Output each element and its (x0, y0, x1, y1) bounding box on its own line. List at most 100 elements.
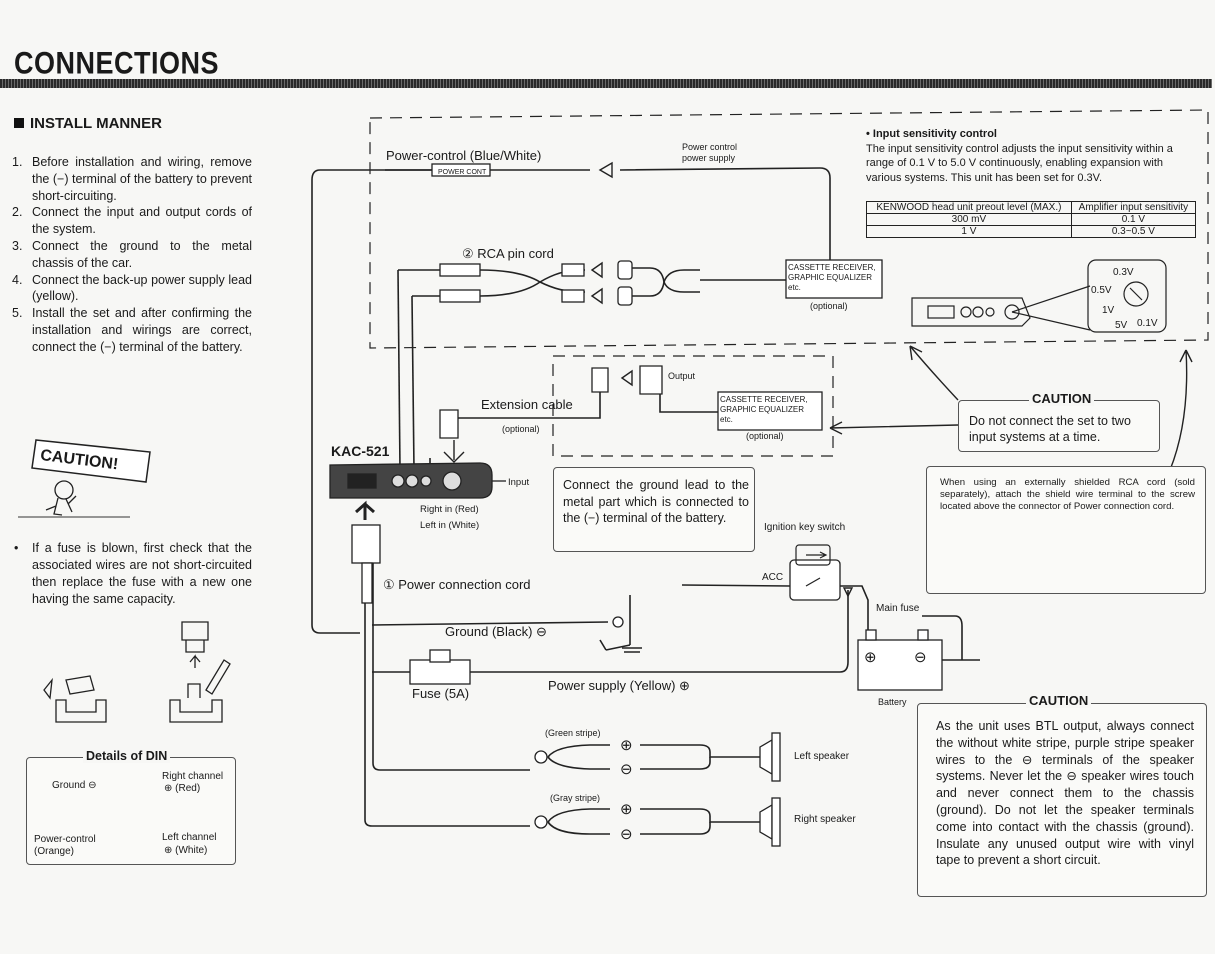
install-step: 3. Connect the ground to the metal chassi… (12, 238, 252, 272)
optional-label-b: (optional) (746, 431, 784, 441)
din-power-control-label: Power-control (34, 834, 96, 845)
fuse-replacement-illustration (43, 621, 231, 723)
right-plus: ⊕ (620, 801, 633, 818)
install-step: 2. Connect the input and output cords of … (12, 204, 252, 238)
install-step: 4. Connect the back-up power supply lead … (12, 272, 252, 306)
table-header-row: KENWOOD head unit preout level (MAX.) Am… (866, 201, 1197, 214)
battery-plus: ⊕ (864, 649, 877, 666)
gray-stripe-label: (Gray stripe) (550, 793, 600, 803)
page-title: CONNECTIONS (14, 46, 220, 81)
caution-box-input: CAUTION Do not connect the set to two in… (958, 391, 1160, 452)
fuse-note-text: If a fuse is blown, first check that the… (32, 541, 252, 606)
table-cell: 1 V (866, 225, 1072, 238)
knob-label-05: 0.5V (1091, 285, 1112, 296)
table-cell: 300 mV (866, 213, 1072, 226)
arrows (443, 161, 1193, 598)
wires (311, 167, 980, 835)
output-label: Output (668, 371, 696, 381)
square-bullet-icon (14, 118, 24, 128)
power-cont-tag: POWER CONT (438, 169, 487, 176)
table-row: 300 mV 0.1 V (866, 213, 1197, 226)
title-rule (0, 79, 1212, 88)
install-steps: 1. Before installation and wiring, remove… (12, 154, 252, 356)
din-right-channel-label: Right channel (162, 771, 224, 782)
caution-heading: CAUTION (1026, 693, 1092, 708)
amplifier-unit (329, 462, 506, 520)
bullet-icon: • (14, 541, 19, 555)
caution-body: Do not connect the set to two input syst… (969, 414, 1131, 444)
ground-note-box: Connect the ground lead to the metal par… (553, 467, 755, 552)
power-cord-label: ① Power connection cord (383, 577, 531, 592)
install-step: 1. Before installation and wiring, remove… (12, 154, 252, 204)
shield-note: When using an externally shielded RCA co… (940, 477, 1195, 512)
input-label: Input (508, 477, 529, 488)
caution-sign-illustration: CAUTION! (18, 439, 151, 518)
sensitivity-knob-illustration (911, 259, 1167, 333)
step-number: 4. (12, 272, 23, 287)
caution-box-btl: CAUTION As the unit uses BTL output, alw… (917, 693, 1207, 897)
model-label: KAC-521 (331, 443, 390, 459)
optional-label: (optional) (810, 301, 848, 311)
left-speaker-label: Left speaker (794, 751, 850, 762)
cassette-label-2b: GRAPHIC EQUALIZER (720, 405, 804, 414)
step-number: 1. (12, 155, 23, 169)
input-sensitivity-heading: • Input sensitivity control (866, 128, 997, 140)
step-number: 3. (12, 238, 23, 253)
left-plus: ⊕ (620, 737, 633, 754)
table-cell: 0.3~0.5 V (1070, 225, 1197, 238)
table-header: KENWOOD head unit preout level (MAX.) (866, 201, 1072, 214)
knob-label-03: 0.3V (1113, 267, 1134, 278)
table-cell: 0.1 V (1070, 213, 1197, 226)
connectors (351, 163, 943, 847)
cassette-label-2: GRAPHIC EQUALIZER (788, 273, 872, 282)
battery-minus: ⊖ (914, 649, 927, 666)
install-heading: INSTALL MANNER (14, 115, 162, 132)
shield-note-box (926, 466, 1206, 594)
main-fuse-label: Main fuse (876, 603, 920, 614)
fuse-note: • If a fuse is blown, first check that th… (12, 540, 252, 608)
cassette-label-1: CASSETTE RECEIVER, (788, 263, 876, 272)
ground-note: Connect the ground lead to the metal par… (563, 478, 749, 525)
ignition-key-icon (795, 544, 831, 587)
right-speaker-label: Right speaker (794, 814, 856, 825)
cassette-label-1b: CASSETTE RECEIVER, (720, 395, 808, 404)
step-text: Connect the ground to the metal chassis … (32, 238, 252, 270)
cassette-label-3b: etc. (720, 415, 733, 424)
caution-body: As the unit uses BTL output, always conn… (936, 719, 1194, 868)
extension-optional-label: (optional) (502, 424, 540, 434)
extension-cable-label: Extension cable (481, 397, 573, 412)
din-details-box: Details of DIN (26, 749, 236, 865)
fuse-label: Fuse (5A) (412, 686, 469, 701)
knob-label-5: 5V (1115, 320, 1128, 331)
power-control-label: Power-control (Blue/White) (386, 148, 541, 163)
right-in-label: Right in (Red) (420, 504, 479, 515)
step-text: Connect the input and output cords of th… (32, 205, 252, 237)
sensitivity-table: KENWOOD head unit preout level (MAX.) Am… (866, 201, 1197, 238)
din-heading: Details of DIN (83, 749, 171, 763)
table-header: Amplifier input sensitivity (1070, 201, 1197, 214)
ground-label: Ground (Black) ⊖ (445, 624, 547, 639)
din-left-channel-label: Left channel (162, 832, 217, 843)
power-control-supply-label-2: power supply (682, 153, 736, 163)
ignition-label: Ignition key switch (764, 522, 845, 533)
step-text: Before installation and wiring, remove t… (32, 155, 252, 203)
step-number: 5. (12, 306, 23, 321)
knob-label-01: 0.1V (1137, 318, 1158, 329)
step-text: Install the set and after confirming the… (32, 306, 252, 354)
left-in-label: Left in (White) (420, 520, 479, 531)
cassette-label-3: etc. (788, 283, 801, 292)
rca-cord-label: ② RCA pin cord (462, 246, 554, 261)
install-step: 5. Install the set and after confirming t… (12, 305, 252, 355)
right-minus: ⊖ (620, 826, 633, 843)
battery-label: Battery (878, 697, 907, 707)
system-dashed-box (369, 109, 1209, 457)
step-number: 2. (12, 205, 23, 220)
table-row: 1 V 0.3~0.5 V (866, 225, 1197, 238)
step-text: Connect the back-up power supply lead (y… (32, 272, 252, 304)
left-minus: ⊖ (620, 761, 633, 778)
install-heading-text: INSTALL MANNER (30, 115, 162, 132)
power-supply-label: Power supply (Yellow) ⊕ (548, 678, 690, 693)
din-right-plus-label: ⊕ (Red) (164, 783, 201, 794)
caution-heading: CAUTION (1029, 391, 1095, 406)
